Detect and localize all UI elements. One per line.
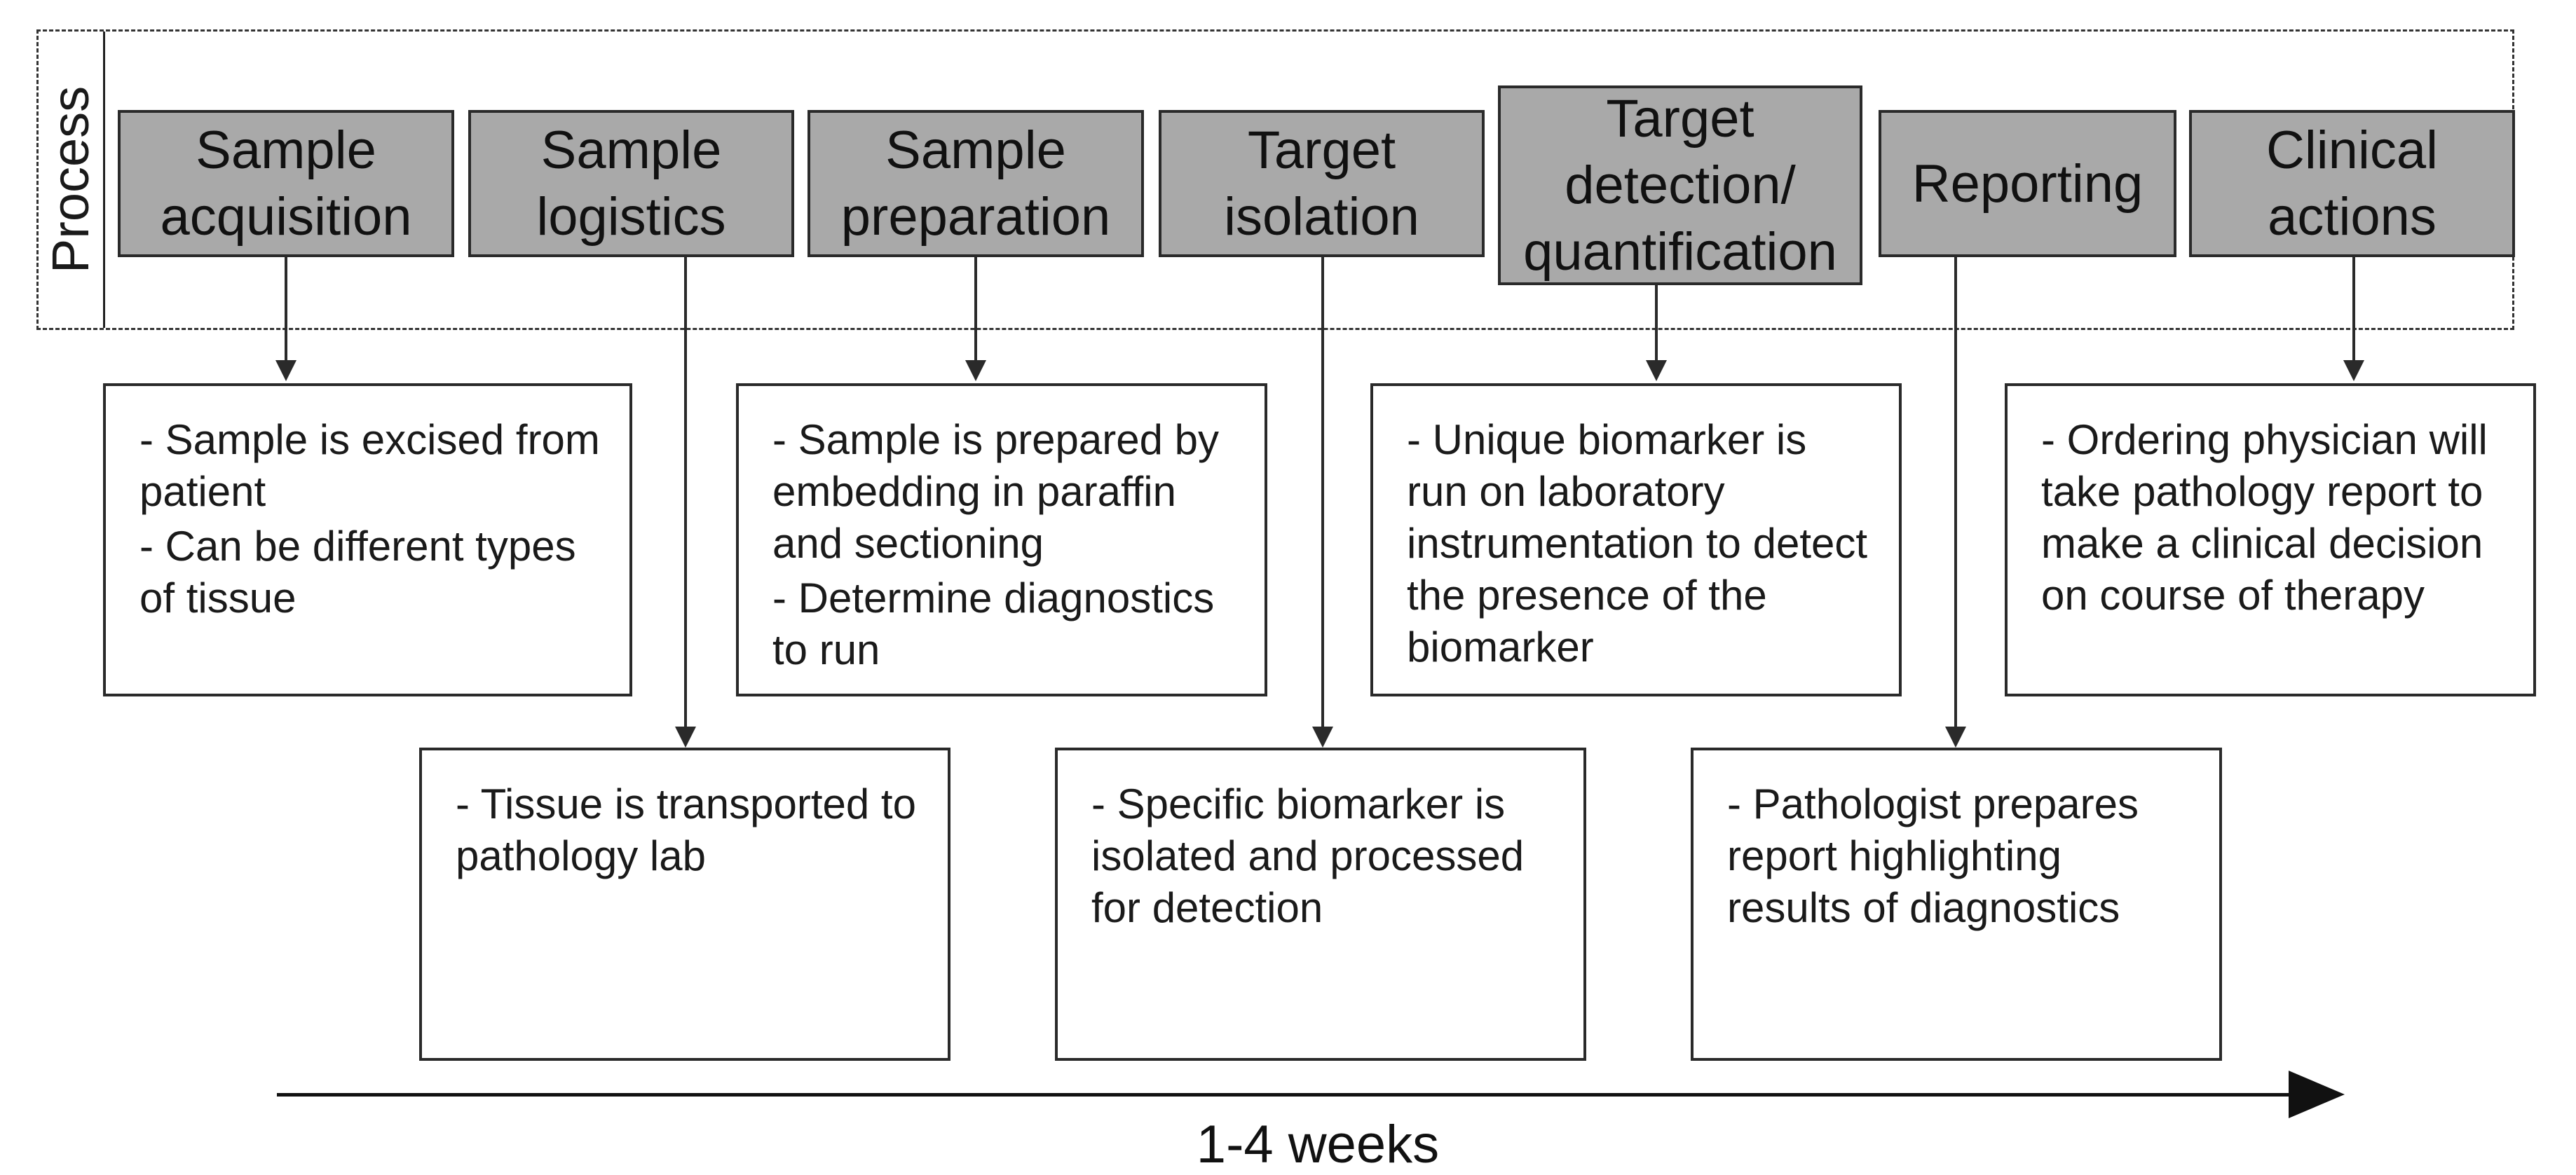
- note-target-isolation: - Specific biomarker is isolated and pro…: [1055, 748, 1586, 1061]
- note-sample-logistics: - Tissue is transported to pathology lab: [419, 748, 950, 1061]
- step-target-detection: Target detection/ quantification: [1498, 85, 1862, 285]
- process-label: Process: [41, 85, 100, 274]
- step-clinical-actions: Clinical actions: [2189, 110, 2515, 257]
- connector-reporting: [1954, 257, 1957, 727]
- arrowhead-reporting: [1945, 727, 1966, 748]
- note-sample-preparation: - Sample is prepared by embedding in par…: [736, 383, 1267, 696]
- note-text: - Pathologist prepares report highlighti…: [1727, 781, 2139, 931]
- step-sample-acquisition: Sample acquisition: [118, 110, 454, 257]
- note-text: - Tissue is transported to pathology lab: [456, 781, 916, 879]
- arrowhead-sample-logistics: [675, 727, 696, 748]
- note-text: - Ordering physician will take pathology…: [2041, 416, 2488, 619]
- connector-sample-acquisition: [285, 257, 287, 360]
- note-text: - Sample is excised from patient: [139, 416, 600, 515]
- note-clinical-actions: - Ordering physician will take pathology…: [2005, 383, 2536, 696]
- step-sample-logistics: Sample logistics: [468, 110, 794, 257]
- note-sample-acquisition: - Sample is excised from patient - Can b…: [103, 383, 632, 696]
- timeline-label: 1-4 weeks: [1196, 1115, 1440, 1174]
- arrowhead-target-isolation: [1312, 727, 1333, 748]
- note-target-detection: - Unique biomarker is run on laboratory …: [1370, 383, 1902, 696]
- connector-clinical-actions: [2352, 257, 2355, 360]
- arrowhead-clinical-actions: [2343, 360, 2364, 381]
- step-reporting: Reporting: [1879, 110, 2176, 257]
- arrowhead-target-detection: [1646, 360, 1667, 381]
- note-text: - Unique biomarker is run on laboratory …: [1407, 416, 1868, 671]
- note-text: - Can be different types of tissue: [139, 523, 576, 621]
- arrowhead-sample-preparation: [965, 360, 986, 381]
- timeline-arrow: [277, 1093, 2292, 1097]
- connector-target-detection: [1655, 285, 1658, 360]
- step-sample-preparation: Sample preparation: [807, 110, 1144, 257]
- timeline-arrowhead: [2289, 1071, 2345, 1118]
- note-reporting: - Pathologist prepares report highlighti…: [1691, 748, 2222, 1061]
- arrowhead-sample-acquisition: [275, 360, 297, 381]
- connector-sample-preparation: [974, 257, 977, 360]
- note-text: - Determine diagnostics to run: [772, 575, 1215, 673]
- note-text: - Sample is prepared by embedding in par…: [772, 416, 1219, 567]
- step-target-isolation: Target isolation: [1159, 110, 1485, 257]
- process-label-box: Process: [39, 32, 105, 328]
- note-text: - Specific biomarker is isolated and pro…: [1091, 781, 1525, 931]
- connector-sample-logistics: [684, 257, 687, 727]
- connector-target-isolation: [1321, 257, 1324, 727]
